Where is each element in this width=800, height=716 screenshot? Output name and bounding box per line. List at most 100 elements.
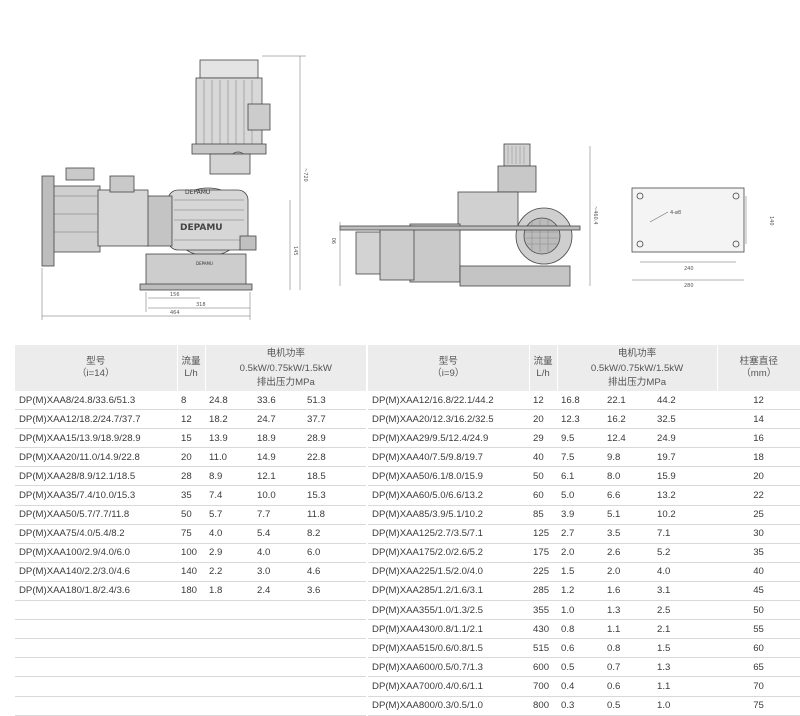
cell-pressure-0.5kw-left: 2.2 [205,562,253,582]
cell-pressure-1.5kw-right: 13.2 [653,485,718,506]
cell-model-right: DP(M)XAA515/0.6/0.8/1.5 [366,638,530,659]
cell-pressure-0.75kw-left [253,619,303,640]
cell-pressure-0.75kw-left: 10.0 [253,485,303,506]
cell-model-right: DP(M)XAA430/0.8/1.1/2.1 [366,619,530,640]
svg-text:145: 145 [292,246,298,256]
cell-flow-right: 175 [529,543,558,563]
cell-plunger-diameter: 45 [717,581,800,602]
cell-pressure-0.5kw-left: 24.8 [205,391,253,411]
cell-pressure-0.5kw-right: 12.3 [557,409,604,430]
cell-pressure-0.5kw-left [205,657,253,678]
cell-model-left: DP(M)XAA75/4.0/5.4/8.2 [15,524,177,544]
cell-plunger-diameter: 65 [717,657,800,678]
cell-pressure-0.5kw-left: 7.4 [205,485,253,506]
cell-model-left [15,600,177,621]
cell-plunger-diameter: 50 [717,600,800,621]
header-plunger: 柱塞直径（mm） [716,345,800,391]
pump1-brand-label: DEPAMU DEPAMU DEPAMU [180,189,223,266]
cell-plunger-diameter: 70 [717,676,800,697]
cell-pressure-0.75kw-left: 12.1 [253,466,303,487]
pump-drawing-side [339,143,581,287]
cell-pressure-1.5kw-left: 15.3 [303,485,368,506]
cell-pressure-1.5kw-right: 1.1 [653,676,718,697]
cell-flow-right: 355 [529,600,558,621]
cell-plunger-diameter: 14 [717,409,800,430]
cell-plunger-diameter: 60 [717,638,800,659]
cell-flow-left: 20 [177,447,205,468]
cell-model-left: DP(M)XAA35/7.4/10.0/15.3 [15,485,177,506]
cell-pressure-1.5kw-right: 3.1 [653,581,718,602]
cell-model-left: DP(M)XAA100/2.9/4.0/6.0 [15,543,177,563]
cell-pressure-0.5kw-left: 13.9 [205,428,253,449]
cell-pressure-1.5kw-left [303,657,368,678]
base-plate-dimensions: 4-ø8 140 240 280 [632,196,774,289]
svg-text:4-ø8: 4-ø8 [670,210,681,216]
cell-flow-left: 35 [177,485,205,506]
header-model-left: 型号（i=14） [15,345,177,391]
cell-model-left: DP(M)XAA180/1.8/2.4/3.6 [15,581,177,602]
cell-flow-left: 8 [177,391,205,411]
cell-plunger-diameter: 75 [717,696,800,716]
cell-plunger-diameter: 20 [717,466,800,487]
cell-flow-left: 180 [177,581,205,602]
cell-flow-right: 20 [529,409,558,430]
cell-flow-right: 50 [529,466,558,487]
cell-model-right: DP(M)XAA40/7.5/9.8/19.7 [366,447,530,468]
cell-model-right: DP(M)XAA800/0.3/0.5/1.0 [366,696,530,716]
cell-flow-right: 800 [529,696,558,716]
cell-pressure-1.5kw-left: 51.3 [303,391,368,411]
svg-text:DEPAMU: DEPAMU [196,261,213,266]
cell-pressure-1.5kw-left: 6.0 [303,543,368,563]
header-power-values-right: 0.5kW/0.75kW/1.5kW [556,363,718,375]
cell-model-left: DP(M)XAA15/13.9/18.9/28.9 [15,428,177,449]
cell-pressure-0.75kw-left: 14.9 [253,447,303,468]
cell-pressure-0.5kw-right: 3.9 [557,505,604,525]
cell-model-left [15,619,177,640]
cell-model-left [15,696,177,716]
cell-pressure-0.75kw-right: 0.6 [603,676,654,697]
cell-flow-right: 515 [529,638,558,659]
pump-drawing-front [41,59,271,291]
cell-pressure-0.5kw-left: 11.0 [205,447,253,468]
cell-pressure-1.5kw-left: 11.8 [303,505,368,525]
cell-pressure-0.5kw-right: 0.5 [557,657,604,678]
cell-pressure-0.75kw-left: 24.7 [253,409,303,430]
header-power-values-left: 0.5kW/0.75kW/1.5kW [204,363,368,375]
cell-model-right: DP(M)XAA29/9.5/12.4/24.9 [366,428,530,449]
cell-flow-right: 60 [529,485,558,506]
cell-pressure-0.75kw-right: 6.6 [603,485,654,506]
cell-plunger-diameter: 18 [717,447,800,468]
cell-pressure-1.5kw-left: 37.7 [303,409,368,430]
cell-flow-left: 28 [177,466,205,487]
cell-flow-left [177,696,205,716]
cell-pressure-0.5kw-right: 0.4 [557,676,604,697]
cell-pressure-0.75kw-left: 33.6 [253,391,303,411]
cell-pressure-0.75kw-right: 2.0 [603,562,654,582]
base-plate-drawing [631,187,745,253]
cell-pressure-1.5kw-right: 15.9 [653,466,718,487]
cell-flow-left [177,619,205,640]
cell-pressure-1.5kw-left [303,638,368,659]
cell-pressure-0.75kw-left: 18.9 [253,428,303,449]
cell-pressure-1.5kw-right: 4.0 [653,562,718,582]
cell-pressure-0.5kw-left [205,619,253,640]
cell-model-left [15,638,177,659]
cell-pressure-0.75kw-right: 9.8 [603,447,654,468]
cell-pressure-0.75kw-right: 0.8 [603,638,654,659]
cell-pressure-1.5kw-right: 1.5 [653,638,718,659]
cell-plunger-diameter: 30 [717,524,800,544]
svg-text:464: 464 [170,310,180,316]
header-power-left: 电机功率 [204,345,368,363]
cell-pressure-0.75kw-left [253,657,303,678]
cell-pressure-1.5kw-right: 2.1 [653,619,718,640]
cell-plunger-diameter: 16 [717,428,800,449]
cell-flow-right: 85 [529,505,558,525]
